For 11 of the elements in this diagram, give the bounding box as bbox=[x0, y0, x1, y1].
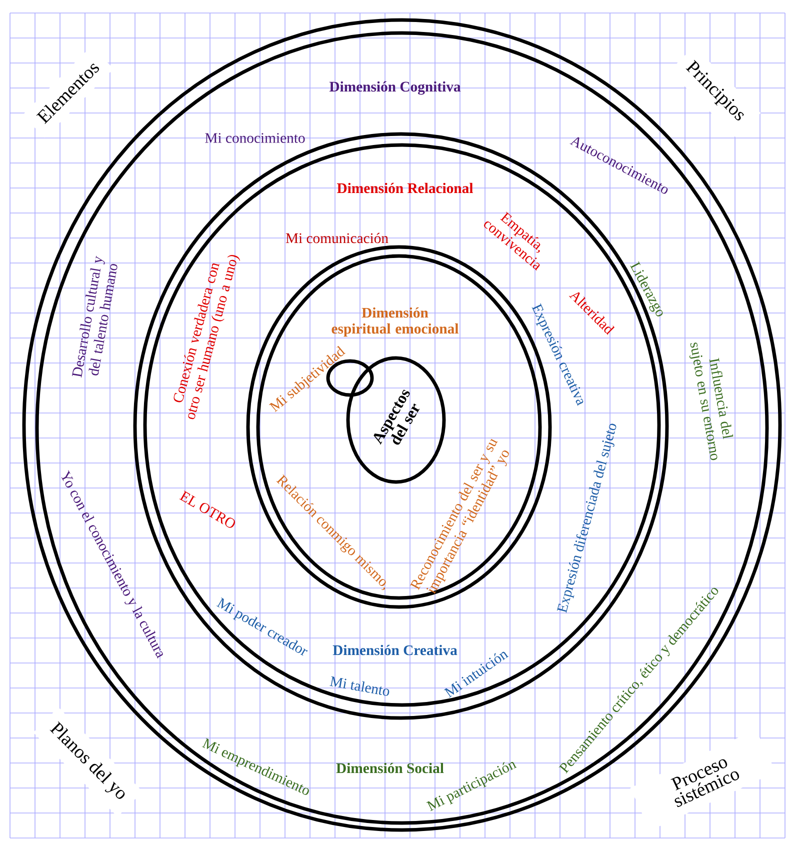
dimension-heading: Dimensión Social bbox=[336, 762, 444, 774]
dimension-heading: Dimensión Creativa bbox=[332, 644, 458, 656]
ring-label: Mi talento bbox=[330, 676, 390, 696]
ring-label: Influencia del sujeto en su entorno bbox=[689, 342, 734, 460]
ring-label: Desarrollo cultural y del talento humano bbox=[72, 256, 118, 378]
dimension-heading: Dimensión Relacional bbox=[337, 182, 473, 194]
ring-label: Conexión verdadera con otro ser humano (uno a uno) bbox=[174, 254, 240, 420]
dimension-heading: Dimensión espiritual emocional bbox=[332, 307, 458, 337]
ring-label: Mi conocimiento bbox=[205, 133, 305, 143]
ring-label: Mi comunicación bbox=[286, 232, 388, 244]
dimension-heading: Dimensión Cognitiva bbox=[329, 81, 461, 95]
